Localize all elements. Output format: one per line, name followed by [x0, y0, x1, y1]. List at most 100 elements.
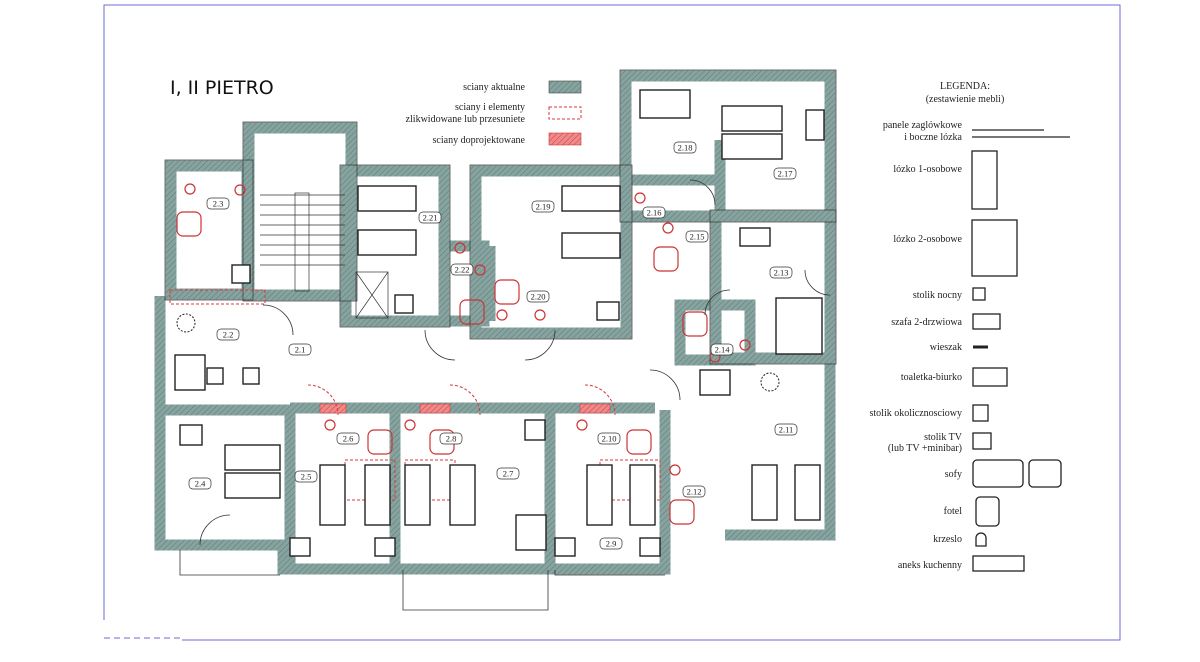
sofa-icon — [639, 89, 691, 119]
single-bed-icon — [224, 472, 281, 499]
double-bed-icon — [775, 297, 823, 355]
legend-item-label: i boczne lózka — [904, 132, 962, 143]
room-number: 2.21 — [423, 213, 438, 223]
sanitary-fixtures — [176, 183, 751, 525]
room-number: 2.9 — [606, 539, 617, 549]
double-bed-icon — [971, 219, 1018, 277]
legend-item-label: stolik TV — [924, 432, 963, 443]
room-label: 2.15 — [685, 230, 709, 243]
legend-new-walls: sciany doprojektowane — [433, 135, 526, 146]
single-bed-icon — [561, 185, 621, 212]
armchair-icon — [174, 354, 206, 391]
single-bed-icon — [721, 105, 783, 132]
legend-item-label: (lub TV +minibar) — [888, 443, 962, 454]
single-bed-icon — [971, 150, 998, 210]
room-number: 2.11 — [779, 425, 794, 435]
page-title: I, II PIETRO — [170, 77, 274, 99]
room-number: 2.19 — [536, 202, 551, 212]
new-walls — [319, 403, 611, 414]
room-label: 2.22 — [450, 263, 474, 276]
legend-item-label: szafa 2-drzwiowa — [891, 317, 962, 328]
room-number: 2.7 — [503, 469, 514, 479]
balconies — [179, 550, 665, 611]
single-bed-icon — [751, 464, 778, 521]
elevator — [355, 271, 389, 319]
room-number: 2.8 — [446, 434, 457, 444]
wardrobe-icon — [231, 264, 251, 284]
legend-item-label: panele zaglówkowe — [883, 120, 963, 131]
side-table-icon — [206, 367, 224, 385]
new-wall-swatch — [548, 132, 582, 146]
wardrobe-icon — [639, 537, 661, 557]
legend-item-label: lózko 1-osobowe — [893, 164, 962, 175]
room-label: 2.10 — [597, 432, 621, 445]
nightstand-icon — [972, 287, 986, 301]
legend-item-label: fotel — [944, 506, 963, 517]
room-number: 2.12 — [687, 487, 702, 497]
room-label: 2.11 — [774, 423, 798, 436]
desk-icon — [805, 109, 825, 141]
kitchenette-icon — [972, 555, 1025, 572]
room-number: 2.15 — [690, 232, 705, 242]
legend-item-label: stolik nocny — [913, 290, 962, 301]
single-bed-icon — [357, 185, 417, 212]
room-number: 2.6 — [343, 434, 354, 444]
removed-wall-swatch — [548, 106, 582, 120]
legend-removed-line2: zlikwidowane lub przesuniete — [406, 114, 526, 125]
room-number: 2.5 — [301, 472, 312, 482]
wardrobe-icon — [394, 294, 414, 314]
room-label: 2.6 — [336, 432, 360, 445]
legend-item-label: aneks kuchenny — [898, 560, 962, 571]
room-labels: 2.12.22.32.42.52.62.72.82.92.102.112.122… — [188, 141, 798, 550]
single-bed-icon — [794, 464, 821, 521]
legend-item-label: krzeslo — [933, 534, 962, 545]
wardrobe-icon — [972, 313, 1001, 330]
room-label: 2.18 — [673, 141, 697, 154]
wardrobe-icon — [596, 301, 620, 321]
armchair-icon — [699, 369, 731, 396]
walls — [154, 70, 836, 575]
room-label: 2.16 — [642, 206, 666, 219]
legend-item-label: wieszak — [930, 342, 962, 353]
single-bed-icon — [721, 133, 783, 160]
wardrobe-icon — [374, 537, 396, 557]
room-number: 2.3 — [213, 199, 224, 209]
legend-item-label: lózko 2-osobowe — [893, 234, 962, 245]
side-table-icon — [242, 367, 260, 385]
wall-legend: sciany aktualne sciany i elementy zlikwi… — [406, 80, 582, 146]
legend-removed-line1: sciany i elementy — [455, 102, 525, 113]
desk-icon — [739, 227, 771, 247]
legend-item-label: toaletka-biurko — [901, 372, 962, 383]
room-number: 2.13 — [774, 268, 789, 278]
room-number: 2.10 — [602, 434, 617, 444]
plant-icon — [176, 313, 780, 392]
armchair-icon — [515, 514, 547, 551]
room-number: 2.22 — [455, 265, 470, 275]
room-label: 2.21 — [418, 211, 442, 224]
legend-item-label: stolik okolicznosciowy — [870, 408, 963, 419]
single-bed-icon — [357, 229, 417, 256]
room-number: 2.20 — [531, 292, 546, 302]
room-label: 2.17 — [773, 167, 797, 180]
room-label: 2.3 — [206, 197, 230, 210]
single-bed-icon — [586, 464, 613, 526]
single-bed-icon — [404, 464, 431, 526]
room-number: 2.2 — [223, 330, 234, 340]
single-bed-icon — [319, 464, 346, 526]
legend-item-label: sofy — [945, 469, 962, 480]
tv-table-icon — [972, 432, 992, 450]
room-label: 2.4 — [188, 477, 212, 490]
room-label: 2.8 — [439, 432, 463, 445]
sofa-icon — [1028, 459, 1062, 488]
room-label: 2.7 — [496, 467, 520, 480]
room-number: 2.17 — [778, 169, 793, 179]
legend-heading: LEGENDA: — [940, 81, 990, 92]
single-bed-icon — [561, 232, 621, 259]
armchair-icon — [975, 496, 1000, 527]
room-label: 2.12 — [682, 485, 706, 498]
desk-icon — [524, 419, 546, 441]
staircase — [260, 192, 345, 292]
single-bed-icon — [364, 464, 391, 526]
single-bed-icon — [449, 464, 476, 526]
